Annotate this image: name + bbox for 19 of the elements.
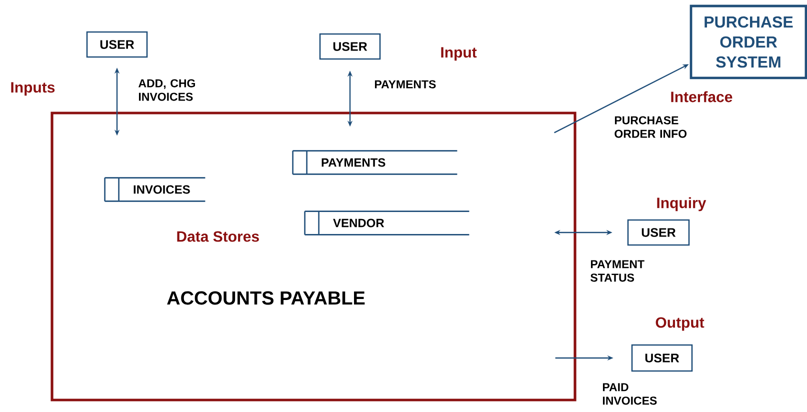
entity-box: USER [631,344,693,372]
entity-box: USER [319,33,381,60]
edge-label: PAYMENTS [374,80,436,88]
section-heading: Interface [671,91,732,102]
edge-label: ADD, CHG INVOICES [138,79,195,101]
data-store: PAYMENTS [292,150,458,175]
edge-label: PAID INVOICES [602,383,657,405]
entity-box: USER [627,219,690,246]
edge-label: PAYMENT STATUS [590,260,644,282]
data-store: INVOICES [104,177,206,202]
section-heading: Data Stores [177,231,259,242]
system-box: PURCHASE ORDER SYSTEM [690,4,807,80]
data-store: VENDOR [304,210,470,236]
section-heading: Inquiry [657,197,706,212]
edge-label: PURCHASE ORDER INFO [614,116,687,138]
section-heading: Inputs [11,82,55,96]
entity-box: USER [86,31,148,58]
section-heading: Input [441,47,477,61]
section-heading: Output [656,317,704,331]
